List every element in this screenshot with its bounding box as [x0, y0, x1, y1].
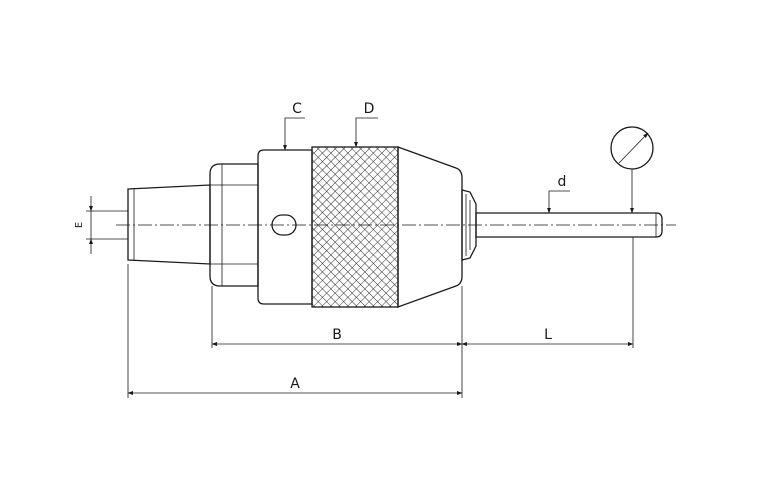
dimension-E: E: [74, 196, 128, 254]
label-A: A: [290, 376, 300, 392]
nose-cone: [397, 146, 463, 308]
label-d: d: [558, 174, 567, 190]
leader-D: D: [354, 101, 378, 148]
knurled-sleeve: [311, 146, 399, 308]
diameter-symbol-icon: [610, 126, 654, 214]
dimension-L: L: [461, 327, 634, 346]
leader-C: C: [283, 101, 305, 151]
label-D: D: [364, 101, 375, 117]
label-B: B: [332, 327, 342, 343]
dimension-B: B: [211, 327, 463, 346]
chuck-body: [257, 149, 313, 305]
label-L: L: [544, 327, 552, 343]
dimension-A: A: [127, 376, 463, 395]
leader-d: d: [547, 174, 570, 214]
taper-shank: [127, 184, 211, 265]
label-C: C: [292, 101, 302, 117]
label-E: E: [74, 222, 85, 228]
